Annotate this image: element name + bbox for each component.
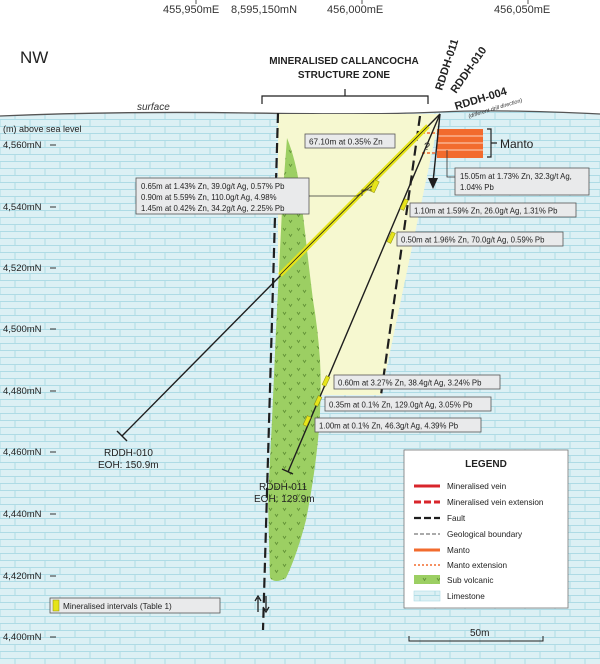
callout-1-00m: 1.00m at 0.1% Zn, 46.3g/t Ag, 4.39% Pb	[314, 417, 482, 433]
fault-arrows	[254, 594, 270, 614]
callout-0-60m: 0.60m at 3.27% Zn, 38.4g/t Ag, 3.24% Pb	[333, 374, 501, 390]
eoh-depth-rddh-010: EOH: 150.9m	[98, 460, 159, 471]
fault-west	[261, 112, 280, 631]
legend-item-vein: Mineralised vein	[447, 482, 507, 491]
surface-label: surface	[137, 102, 170, 113]
legend-item-geological-boundary: Geological boundary	[447, 530, 523, 539]
axis-tick-4560: 4,560mN	[3, 140, 42, 151]
key-swatch-interval	[52, 599, 60, 612]
legend: LEGEND Mineralised vein Mineralised vein…	[403, 449, 569, 609]
callout-0-35m-text: 0.35m at 0.1% Zn, 129.0g/t Ag, 3.05% Pb	[329, 401, 473, 410]
legend-swatch-subvolcanic	[414, 575, 440, 584]
manto-stripes	[437, 135, 483, 151]
zone-bracket	[261, 89, 429, 104]
fault-east	[379, 115, 422, 396]
easting-label-2: 456,000mE	[327, 4, 383, 16]
subvolcanic-body	[268, 138, 321, 581]
legend-title: LEGEND	[465, 459, 507, 470]
callout-67m-text: 67.10m at 0.35% Zn	[309, 138, 383, 147]
legend-item-manto-extension: Manto extension	[447, 561, 508, 570]
callout-0-35m: 0.35m at 0.1% Zn, 129.0g/t Ag, 3.05% Pb	[324, 396, 492, 412]
mineralised-interval-rddh-010-edge	[279, 125, 429, 276]
mineralised-intervals-label: Mineralised intervals (Table 1)	[63, 602, 172, 611]
easting-label-1: 455,950mE	[163, 4, 219, 16]
callout-rddh-010-intervals: 0.65m at 1.43% Zn, 39.0g/t Ag, 0.57% Pb …	[135, 177, 310, 215]
structure-zone	[278, 114, 440, 395]
eoh-name-rddh-011: RDDH-011	[259, 482, 308, 493]
callout-0-50m: 0.50m at 1.96% Zn, 70.0g/t Ag, 0.59% Pb	[396, 231, 564, 247]
callout-manto-leader	[446, 150, 455, 178]
axis-tick-4520: 4,520mN	[3, 263, 42, 274]
callout-1-00m-text: 1.00m at 0.1% Zn, 46.3g/t Ag, 4.39% Pb	[319, 422, 459, 431]
axis-tick-4400: 4,400mN	[3, 632, 42, 643]
zone-title-line1: MINERALISED CALLANCOCHA	[269, 56, 418, 67]
mineralised-intervals-key: Mineralised intervals (Table 1)	[49, 597, 221, 614]
legend-item-limestone: Limestone	[447, 592, 485, 601]
callout-0-60m-text: 0.60m at 3.27% Zn, 38.4g/t Ag, 3.24% Pb	[338, 379, 482, 388]
callout-rddh-010-leader	[309, 185, 373, 197]
northing-label: 8,595,150mN	[231, 4, 297, 16]
legend-item-vein-extension: Mineralised vein extension	[447, 498, 544, 507]
drillhole-rddh-010-end	[116, 430, 128, 442]
scale-bar	[408, 636, 544, 642]
callout-0-50m-text: 0.50m at 1.96% Zn, 70.0g/t Ag, 0.59% Pb	[401, 236, 545, 245]
axis-tick-4440: 4,440mN	[3, 509, 42, 520]
drillhole-rddh-004	[432, 113, 441, 183]
callout-manto-line2: 1.04% Pb	[460, 183, 494, 192]
legend-item-fault: Fault	[447, 514, 466, 523]
easting-ticks	[195, 0, 529, 4]
drillhole-rddh-011-end	[281, 468, 294, 475]
axis-ticks	[50, 144, 56, 638]
interval-ticks	[302, 179, 409, 427]
drillhole-rddh-011	[287, 113, 441, 473]
zone-title-line2: STRUCTURE ZONE	[298, 70, 391, 81]
question-mark: ?	[424, 141, 430, 153]
callout-rddh-010-line3: 1.45m at 0.42% Zn, 34.2g/t Ag, 2.25% Pb	[141, 204, 285, 213]
axis-tick-4540: 4,540mN	[3, 202, 42, 213]
callout-67m: 67.10m at 0.35% Zn	[304, 133, 396, 149]
drillhole-rddh-004-arrowhead	[428, 178, 438, 189]
callout-1-10m-text: 1.10m at 1.59% Zn, 26.0g/t Ag, 1.31% Pb	[414, 207, 558, 216]
direction-label: NW	[20, 48, 48, 67]
axis-tick-4420: 4,420mN	[3, 571, 42, 582]
callout-rddh-010-line1: 0.65m at 1.43% Zn, 39.0g/t Ag, 0.57% Pb	[141, 182, 285, 191]
manto-label: Manto	[500, 137, 534, 151]
easting-label-3: 456,050mE	[494, 4, 550, 16]
legend-swatch-limestone	[413, 590, 441, 602]
surface-line	[0, 110, 600, 117]
callout-1-10m: 1.10m at 1.59% Zn, 26.0g/t Ag, 1.31% Pb	[409, 202, 577, 218]
axis-title: (m) above sea level	[3, 124, 82, 134]
legend-item-manto: Manto	[447, 546, 470, 555]
axis-tick-4500: 4,500mN	[3, 324, 42, 335]
eoh-depth-rddh-011: EOH: 129.9m	[254, 494, 315, 505]
scale-bar-label: 50m	[470, 628, 489, 639]
callout-manto-interval: 15.05m at 1.73% Zn, 32.3g/t Ag, 1.04% Pb	[454, 167, 590, 196]
legend-item-subvolcanic: Sub volcanic	[447, 576, 493, 585]
axis-tick-4460: 4,460mN	[3, 447, 42, 458]
eoh-name-rddh-010: RDDH-010	[104, 448, 153, 459]
callout-manto-line1: 15.05m at 1.73% Zn, 32.3g/t Ag,	[460, 172, 572, 181]
callout-rddh-010-line2: 0.90m at 5.59% Zn, 110.0g/t Ag, 4.98%	[141, 193, 277, 202]
axis-tick-4480: 4,480mN	[3, 386, 42, 397]
manto-bracket	[487, 128, 497, 158]
